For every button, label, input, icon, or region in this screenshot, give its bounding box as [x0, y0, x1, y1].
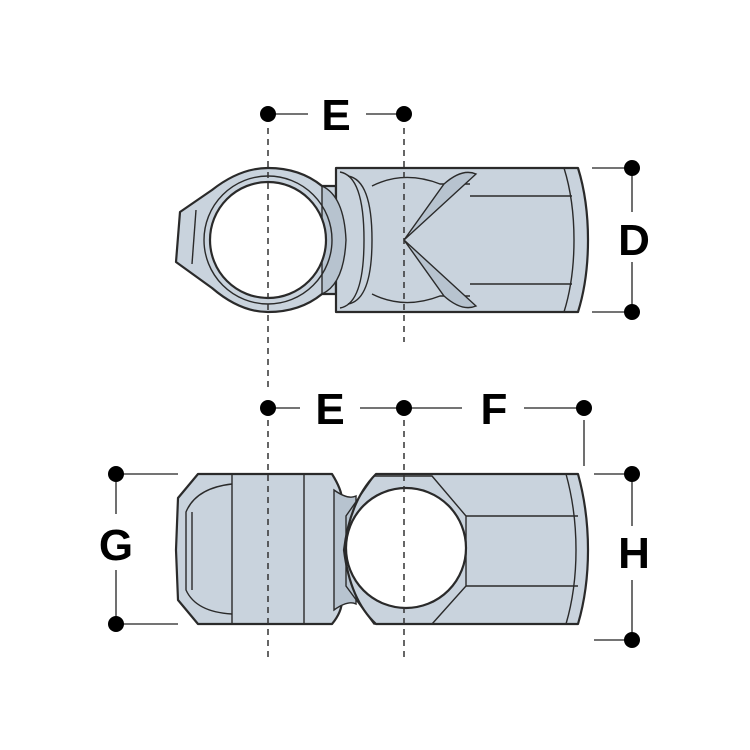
bottom-e-dot-right [396, 400, 412, 416]
bottom-view: E F G H [99, 385, 650, 662]
bottom-h-dot-bottom [624, 632, 640, 648]
bottom-dimension-e-f: E F [260, 385, 592, 466]
bottom-g-dot-bottom [108, 616, 124, 632]
bottom-e-label: E [315, 385, 344, 434]
bottom-right-end-cap [565, 473, 577, 625]
top-fitting-body [174, 166, 590, 314]
top-end-cap [563, 167, 575, 313]
top-lug-facet [191, 209, 197, 265]
top-inner-groove-2 [371, 293, 470, 304]
bottom-dimension-h: H [594, 466, 650, 648]
top-chevron-notch [402, 171, 478, 309]
bottom-fitting-body [174, 472, 590, 626]
bottom-g-label: G [99, 521, 133, 570]
top-collar-line [347, 175, 373, 305]
bottom-h-dot-top [624, 466, 640, 482]
bottom-e-dot-left [260, 400, 276, 416]
bottom-h-label: H [618, 529, 650, 578]
bottom-f-dot-right [576, 400, 592, 416]
bottom-left-block [174, 472, 344, 626]
top-d-dot-top [624, 160, 640, 176]
top-neck [321, 184, 347, 296]
top-inner-groove [371, 176, 470, 187]
top-d-dot-bottom [624, 304, 640, 320]
top-e-label: E [321, 91, 350, 140]
top-e-dot-right [396, 106, 412, 122]
bottom-dimension-g: G [99, 466, 178, 632]
bottom-g-dot-top [108, 466, 124, 482]
top-view: E D [174, 91, 650, 392]
bottom-socket-hole [344, 486, 468, 610]
top-right-body [334, 166, 590, 314]
bottom-left-bevel [185, 483, 233, 615]
top-collar-line-2 [339, 171, 365, 309]
top-dimension-d: D [592, 160, 650, 320]
top-d-label: D [618, 216, 650, 265]
bottom-f-label: F [481, 385, 508, 434]
top-e-dot-left [260, 106, 276, 122]
top-dimension-e: E [260, 91, 412, 140]
